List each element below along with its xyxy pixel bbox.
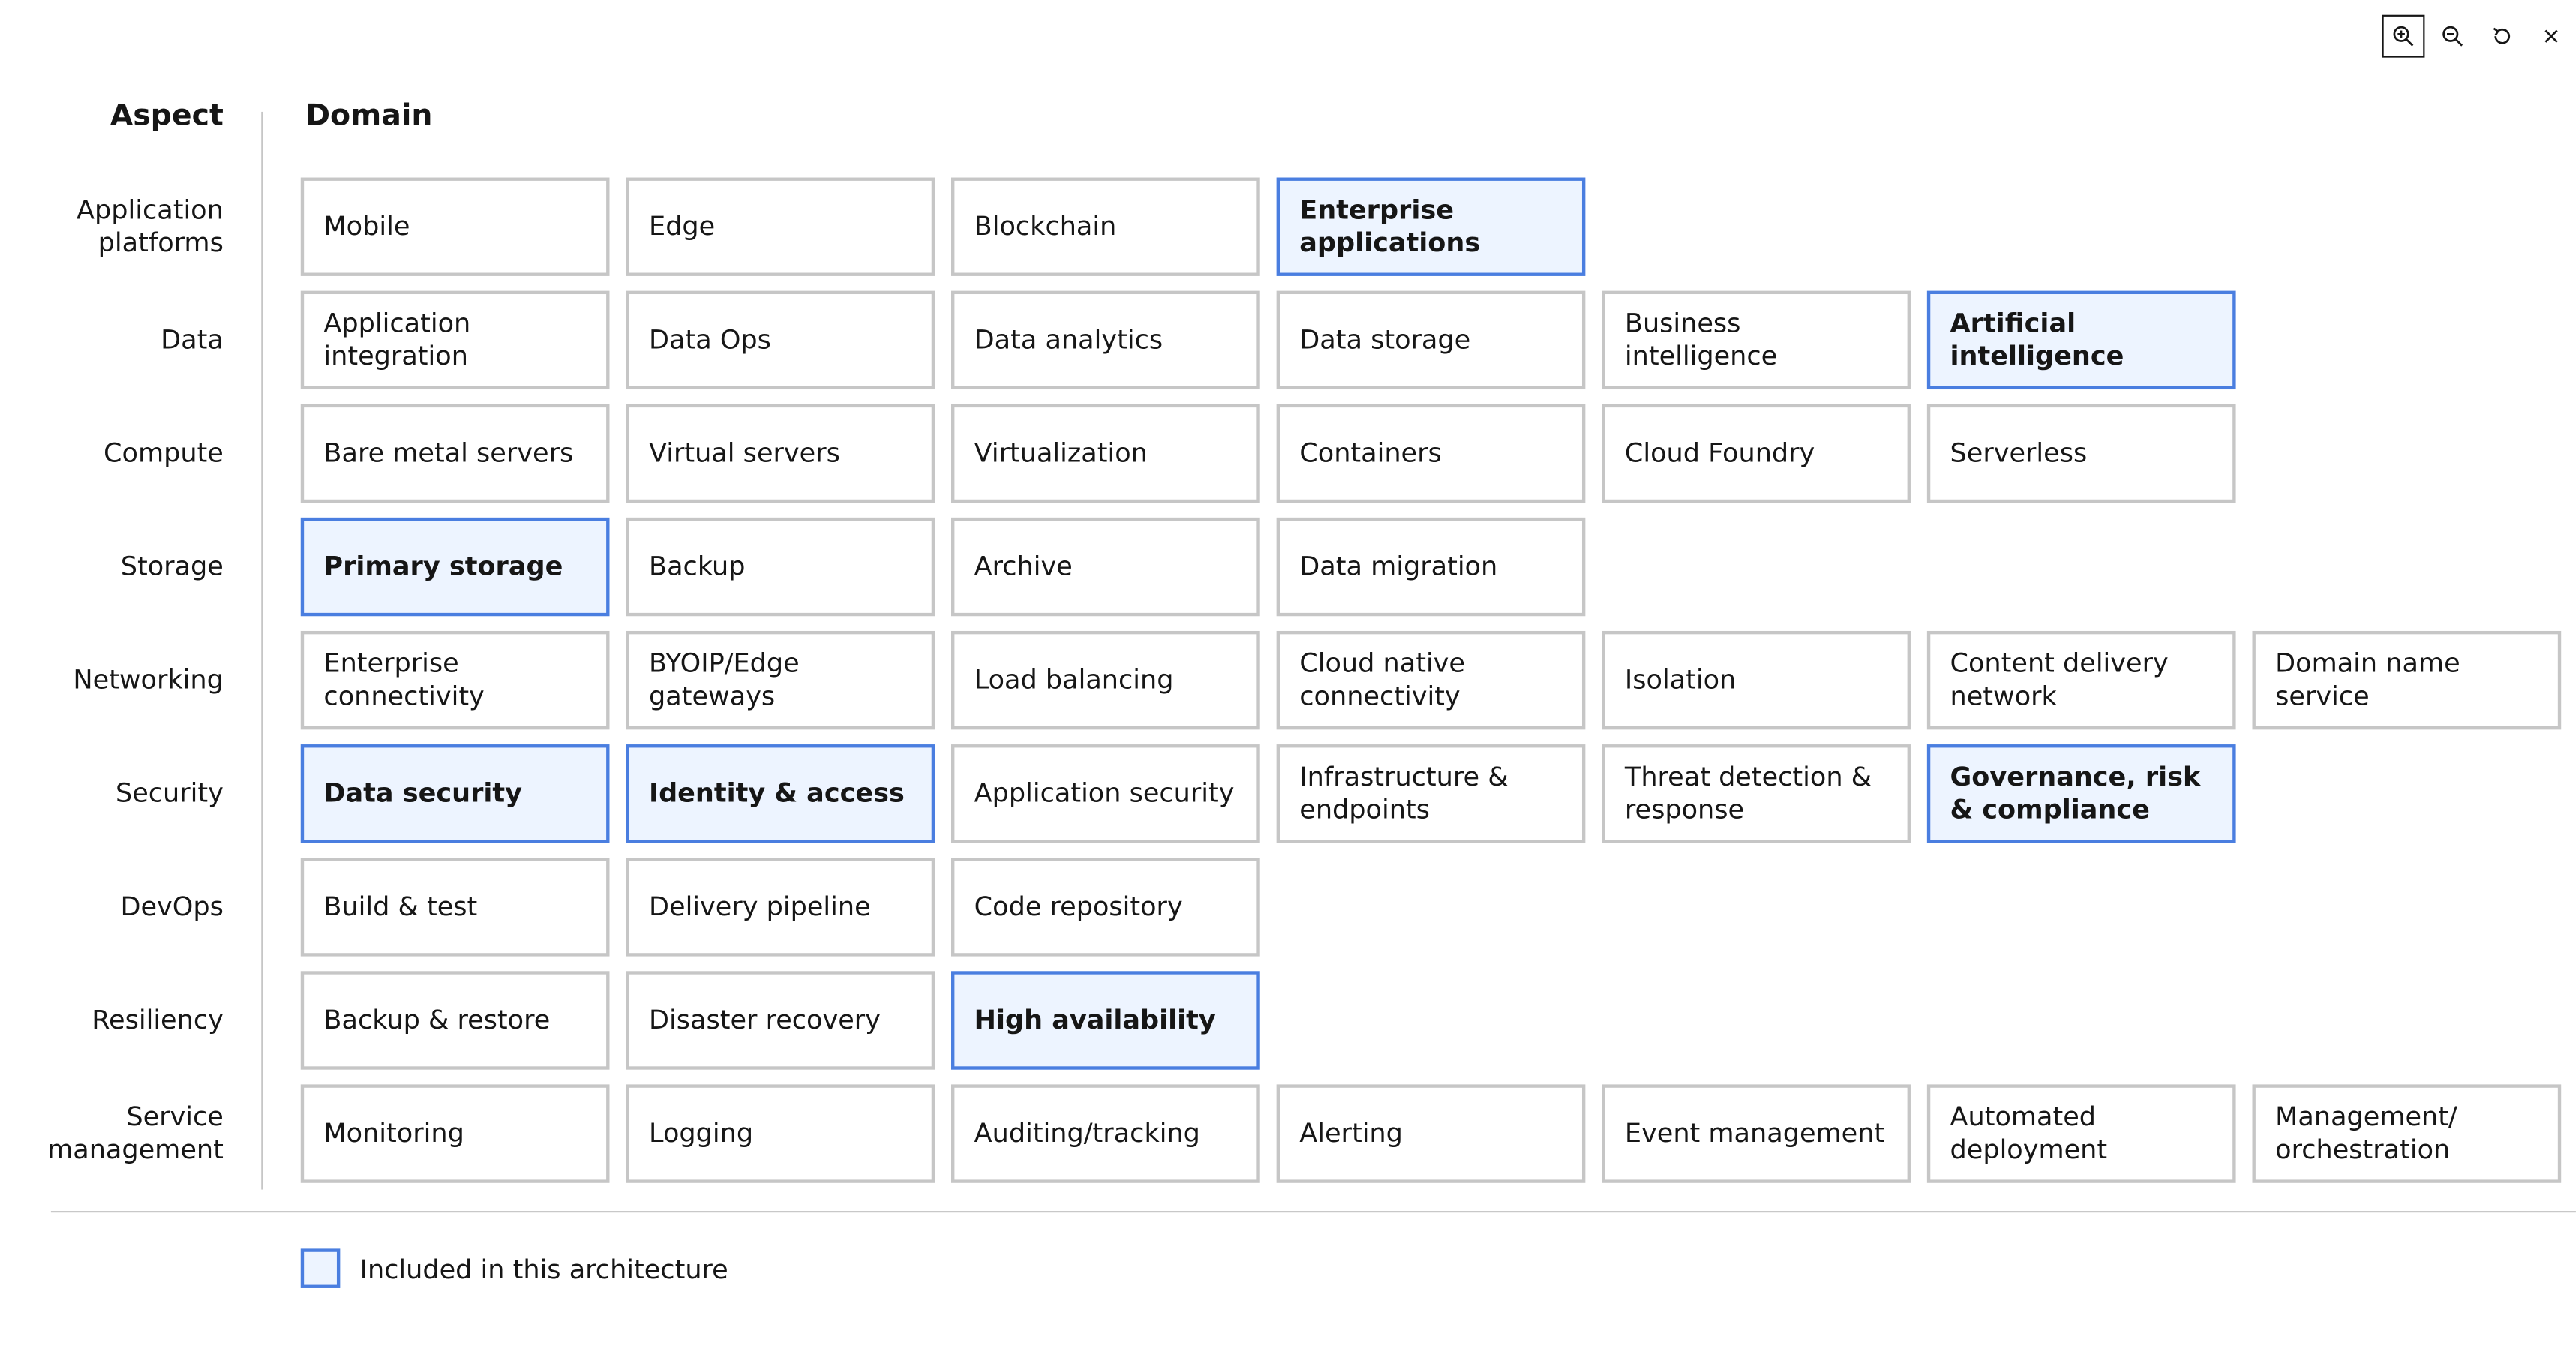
domain-cell[interactable]: Primary storage — [300, 517, 610, 617]
aspect-label: DevOps — [120, 890, 224, 922]
aspect-label: Compute — [104, 437, 224, 469]
domain-cell[interactable]: Data security — [300, 744, 610, 843]
viewer-toolbar — [2382, 14, 2576, 59]
domain-cell[interactable]: Load balancing — [951, 630, 1260, 730]
domain-cell[interactable]: Automated deployment — [1926, 1084, 2236, 1183]
domain-cell[interactable]: Containers — [1276, 404, 1586, 503]
domain-cell[interactable]: Virtual servers — [626, 404, 935, 503]
close-button[interactable] — [2530, 15, 2573, 58]
domain-cell[interactable]: Content delivery network — [1926, 630, 2236, 730]
domain-cell[interactable]: Mobile — [300, 177, 610, 276]
domain-cell[interactable]: Data storage — [1276, 290, 1586, 390]
domain-cell[interactable]: Build & test — [300, 858, 610, 957]
legend-label: Included in this architecture — [359, 1252, 728, 1284]
domain-cell[interactable]: Blockchain — [951, 177, 1260, 276]
domain-cell[interactable]: Infrastructure & endpoints — [1276, 744, 1586, 843]
domain-list: Bare metal servers Virtual servers Virtu… — [300, 404, 2253, 503]
aspect-label: Networking — [73, 663, 224, 696]
domain-list: Mobile Edge Blockchain Enterprise applic… — [300, 177, 1602, 276]
domain-cell[interactable]: Enterprise connectivity — [300, 630, 610, 730]
domain-cell[interactable]: Disaster recovery — [626, 971, 935, 1070]
zoom-out-icon — [2442, 26, 2463, 47]
domain-cell[interactable]: BYOIP/Edge gateways — [626, 630, 935, 730]
domain-cell[interactable]: High availability — [951, 971, 1260, 1070]
domain-cell[interactable]: Data migration — [1276, 517, 1586, 617]
domain-cell[interactable]: Code repository — [951, 858, 1260, 957]
domain-cell[interactable]: Virtualization — [951, 404, 1260, 503]
domain-cell[interactable]: Business intelligence — [1602, 290, 1911, 390]
domain-cell[interactable]: Governance, risk & compliance — [1926, 744, 2236, 843]
domain-cell[interactable]: Edge — [626, 177, 935, 276]
domain-cell[interactable]: Serverless — [1926, 404, 2236, 503]
domain-list: Build & test Delivery pipeline Code repo… — [300, 858, 1277, 957]
domain-cell[interactable]: Archive — [951, 517, 1260, 617]
domain-cell[interactable]: Cloud Foundry — [1602, 404, 1911, 503]
aspect-label: Service management — [47, 1101, 224, 1165]
zoom-in-button[interactable] — [2382, 14, 2425, 58]
domain-header: Domain — [305, 98, 433, 134]
domain-cell[interactable]: Bare metal servers — [300, 404, 610, 503]
domain-cell[interactable]: Data Ops — [626, 290, 935, 390]
domain-cell[interactable]: Backup & restore — [300, 971, 610, 1070]
aspect-label: Resiliency — [92, 1004, 224, 1035]
domain-cell[interactable]: Enterprise applications — [1276, 177, 1586, 276]
domain-list: Data security Identity & access Applicat… — [300, 744, 2253, 843]
zoom-out-button[interactable] — [2431, 15, 2474, 58]
domain-cell[interactable]: Domain name service — [2252, 630, 2562, 730]
legend-divider — [50, 1211, 2576, 1213]
domain-cell[interactable]: Cloud native connectivity — [1276, 630, 1586, 730]
domain-cell[interactable]: Data analytics — [951, 290, 1260, 390]
domain-cell[interactable]: Management/ orchestration — [2252, 1084, 2562, 1183]
domain-list: Application integration Data Ops Data an… — [300, 290, 2253, 390]
domain-cell[interactable]: Delivery pipeline — [626, 858, 935, 957]
legend-swatch — [300, 1248, 341, 1288]
domain-cell[interactable]: Threat detection & response — [1602, 744, 1911, 843]
aspect-label: Security — [115, 777, 224, 809]
reset-button[interactable] — [2481, 15, 2523, 58]
aspect-label: Application platforms — [77, 194, 224, 258]
legend: Included in this architecture — [300, 1248, 728, 1288]
domain-cell[interactable]: Auditing/tracking — [951, 1084, 1260, 1183]
column-divider — [261, 111, 263, 1190]
domain-cell[interactable]: Monitoring — [300, 1084, 610, 1183]
domain-cell[interactable]: Alerting — [1276, 1084, 1586, 1183]
domain-list: Monitoring Logging Auditing/tracking Ale… — [300, 1084, 2576, 1183]
domain-cell[interactable]: Identity & access — [626, 744, 935, 843]
zoom-in-icon — [2393, 26, 2414, 47]
aspect-label: Data — [161, 323, 224, 356]
close-icon — [2544, 29, 2558, 43]
domain-cell[interactable]: Application security — [951, 744, 1260, 843]
domain-list: Primary storage Backup Archive Data migr… — [300, 517, 1602, 617]
aspect-label: Storage — [120, 550, 224, 582]
domain-list: Backup & restore Disaster recovery High … — [300, 971, 1277, 1070]
domain-cell[interactable]: Event management — [1602, 1084, 1911, 1183]
aspect-header: Aspect — [110, 98, 224, 134]
domain-cell[interactable]: Isolation — [1602, 630, 1911, 730]
domain-cell[interactable]: Artificial intelligence — [1926, 290, 2236, 390]
reset-icon — [2493, 27, 2511, 44]
domain-cell[interactable]: Application integration — [300, 290, 610, 390]
domain-list: Enterprise connectivity BYOIP/Edge gatew… — [300, 630, 2576, 730]
domain-cell[interactable]: Backup — [626, 517, 935, 617]
domain-cell[interactable]: Logging — [626, 1084, 935, 1183]
